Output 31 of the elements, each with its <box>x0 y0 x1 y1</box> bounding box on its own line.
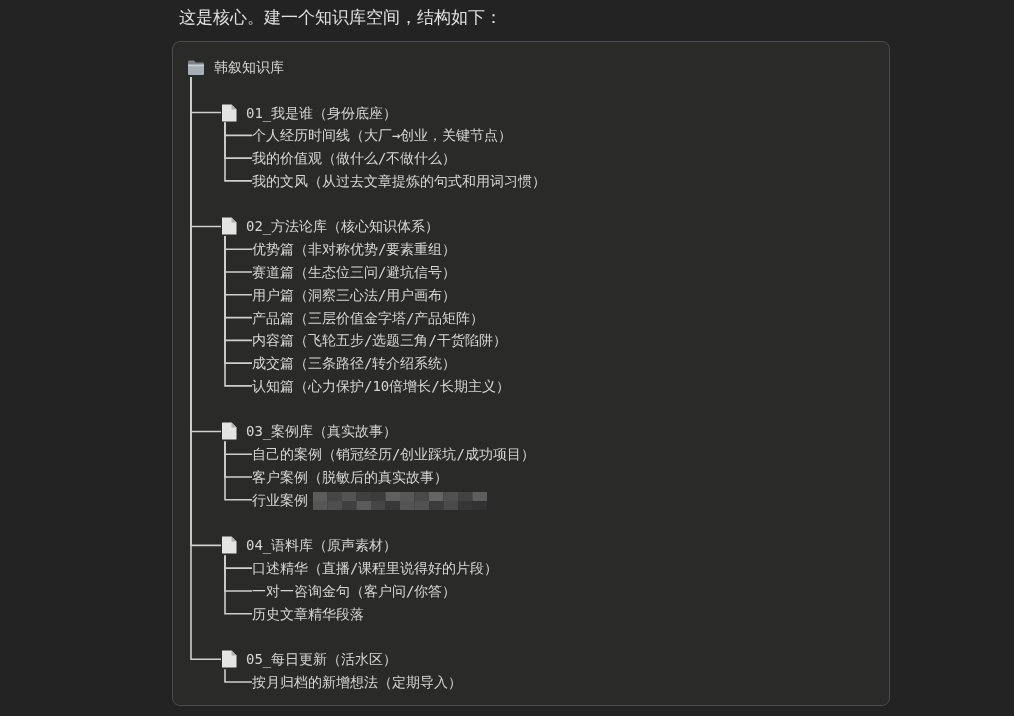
tree-item: 按月归档的新增想法（定期导入） <box>252 672 462 693</box>
tree-item: 优势篇（非对称优势/要素重组） <box>252 239 457 260</box>
heading-text: 这是核心。建一个知识库空间，结构如下： <box>179 6 502 29</box>
section-title: 04_语料库（原声素材） <box>246 536 398 556</box>
tree-line <box>224 440 253 501</box>
section-title: 02_方法论库（核心知识体系） <box>246 217 440 237</box>
tree-item: 我的文风（从过去文章提炼的句式和用词习惯） <box>252 170 546 191</box>
tree-item: 我的价值观（做什么/不做什么） <box>252 148 457 169</box>
section-title: 03_案例库（真实故事） <box>246 422 398 442</box>
tree-item: 赛道篇（生态位三问/避坑信号） <box>252 262 457 282</box>
code-block <box>172 41 890 706</box>
tree-item: 客户案例（脱敏后的真实故事） <box>252 467 448 488</box>
root-title: 韩叙知识库 <box>214 58 284 77</box>
tree-line <box>224 121 253 182</box>
tree-item: 成交篇（三条路径/转介绍系统） <box>252 353 457 374</box>
tree-line <box>190 76 222 661</box>
tree-item: 内容篇（飞轮五步/选题三角/干货陷阱） <box>252 330 507 351</box>
tree-item: 产品篇（三层价值金字塔/产品矩阵） <box>252 307 485 328</box>
tree-item: 用户篇（洞察三心法/用户画布） <box>252 284 457 305</box>
tree-item: 自己的案例（销冠经历/创业踩坑/成功项目） <box>252 444 535 465</box>
tree-line <box>224 554 253 615</box>
tree-line <box>224 668 253 683</box>
tree-item: 一对一咨询金句（客户问/你答） <box>252 580 457 601</box>
tree-item: 历史文章精华段落 <box>252 603 364 624</box>
tree-item: 个人经历时间线（大厂→创业，关键节点） <box>252 125 513 146</box>
tree-line <box>224 235 253 387</box>
section-title: 01_我是谁（身份底座） <box>246 103 398 123</box>
section-title: 05_每日更新（活水区） <box>246 650 398 670</box>
tree-item: 口述精华（直播/课程里说得好的片段） <box>252 558 499 579</box>
tree-item: 行业案例 <box>252 489 308 510</box>
tree-item: 认知篇（心力保护/10倍增长/长期主义） <box>252 375 510 396</box>
